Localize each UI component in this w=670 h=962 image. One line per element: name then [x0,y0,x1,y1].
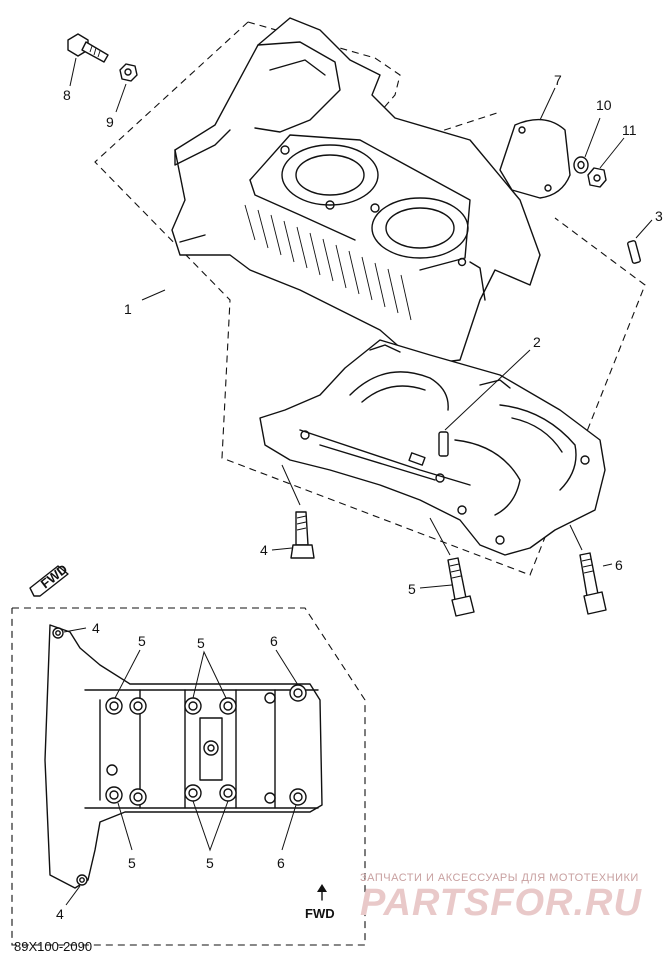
bolt-5 [419,517,475,617]
callout-5: 5 [408,581,416,597]
bolt-8 [67,33,109,87]
inset-callout-6-bottom: 6 [277,855,285,871]
bolt-pattern-inset: 4 5 5 6 5 5 6 4 FWD [11,607,366,946]
watermark-line2: PARTSFOR.RU [360,882,642,924]
cooling-fins [244,204,412,321]
inset-callout-4-bottom: 4 [56,906,64,922]
bolt-4 [271,464,315,559]
callout-10: 10 [596,97,612,113]
bolt-6 [569,524,613,615]
callout-7: 7 [554,72,562,88]
callout-3: 3 [655,208,663,224]
nut-11 [587,137,625,188]
watermark: ЗАПЧАСТИ И АКСЕССУАРЫ ДЛЯ МОТОТЕХНИКИ PA… [360,872,642,924]
inset-callout-5-mid-bottom: 5 [206,855,214,871]
dowel-pin-2 [438,349,531,457]
watermark-line1: ЗАПЧАСТИ И АКСЕССУАРЫ ДЛЯ МОТОТЕХНИКИ [360,872,639,884]
callout-4: 4 [260,542,268,558]
nut-9 [115,63,138,113]
inset-callout-6-top: 6 [270,633,278,649]
fwd-tag-label: FWD [38,561,71,591]
leader-1 [141,289,166,301]
inset-fwd-label: FWD [305,906,335,921]
washer-10 [573,117,601,174]
inset-callout-5-mid-top: 5 [197,635,205,651]
inset-callout-5-left-bottom: 5 [128,855,136,871]
cover-plate-7 [499,87,571,199]
pin-3 [627,219,653,264]
assembly-outline-upper [94,21,646,576]
inset-callout-4-top: 4 [92,620,100,636]
callouts: 1 2 3 4 5 6 7 8 9 10 11 [63,72,663,597]
diagram-code: 89X100-2090 [14,939,92,954]
callout-1: 1 [124,301,132,317]
callout-6: 6 [615,557,623,573]
callout-8: 8 [63,87,71,103]
lower-crankcase [259,339,606,556]
callout-9: 9 [106,114,114,130]
callout-2: 2 [533,334,541,350]
inset-callout-5-left-top: 5 [138,633,146,649]
upper-crankcase [171,17,541,366]
fwd-arrow-tag: FWD [29,561,71,597]
callout-11: 11 [622,122,637,138]
